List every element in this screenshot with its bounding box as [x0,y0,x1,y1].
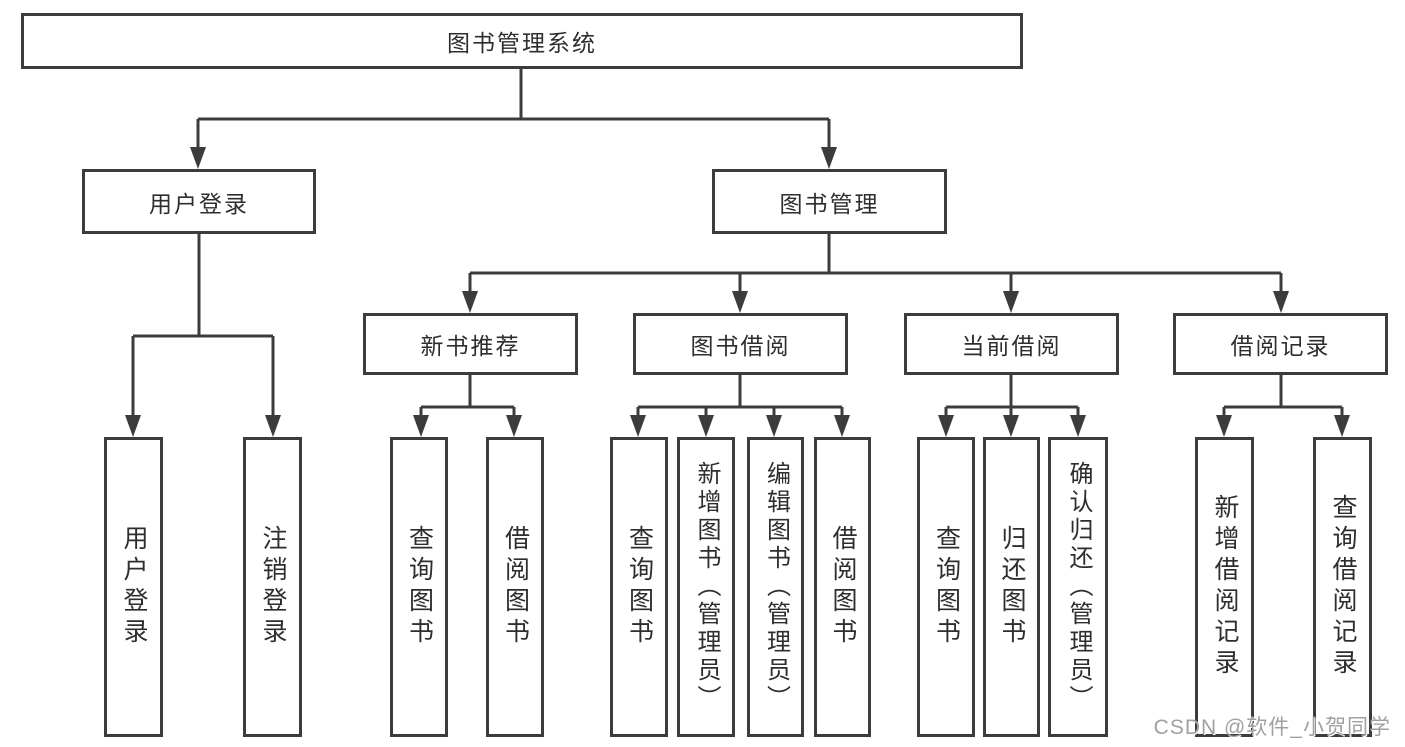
leaf-user-login: 用户登录 [104,437,163,737]
node-new-book-recommend: 新书推荐 [363,313,578,375]
leaf-borrow-books-recommend: 借阅图书 [486,437,544,737]
leaf-logout: 注销登录 [243,437,302,737]
leaf-query-books-recommend: 查询图书 [390,437,448,737]
leaf-return-book-label: 归还图书 [998,525,1026,649]
leaf-query-books-current: 查询图书 [917,437,975,737]
leaf-edit-book-admin-label: 编辑图书（管理员） [762,461,790,713]
leaf-query-borrow-record: 查询借阅记录 [1313,437,1372,737]
leaf-add-book-admin: 新增图书（管理员） [677,437,735,737]
leaf-add-book-admin-label: 新增图书（管理员） [693,461,720,713]
leaf-borrow-books-recommend-label: 借阅图书 [501,525,530,649]
leaf-return-book: 归还图书 [983,437,1040,737]
leaf-user-login-label: 用户登录 [120,525,148,649]
node-current-borrow: 当前借阅 [904,313,1119,375]
node-library-management-system: 图书管理系统 [21,13,1023,69]
leaf-borrow-books-label: 借阅图书 [829,525,857,649]
leaf-add-borrow-record-label: 新增借阅记录 [1211,494,1239,680]
leaf-confirm-return-admin-label: 确认归还（管理员） [1065,461,1092,713]
leaf-add-borrow-record: 新增借阅记录 [1195,437,1254,737]
leaf-query-books-recommend-label: 查询图书 [405,525,434,649]
node-book-borrow: 图书借阅 [633,313,848,375]
leaf-query-books-borrow: 查询图书 [610,437,668,737]
leaf-query-books-current-label: 查询图书 [932,525,961,649]
csdn-watermark: CSDN @软件_小贺同学 [1153,716,1391,739]
node-user-login: 用户登录 [82,169,316,234]
leaf-confirm-return-admin: 确认归还（管理员） [1048,437,1108,737]
arrowheads [125,147,1350,437]
node-book-management: 图书管理 [712,169,947,234]
leaf-edit-book-admin: 编辑图书（管理员） [747,437,804,737]
leaf-borrow-books: 借阅图书 [814,437,871,737]
node-borrow-records: 借阅记录 [1173,313,1388,375]
leaf-query-books-borrow-label: 查询图书 [625,525,654,649]
leaf-logout-label: 注销登录 [259,525,287,649]
leaf-query-borrow-record-label: 查询借阅记录 [1329,494,1357,680]
